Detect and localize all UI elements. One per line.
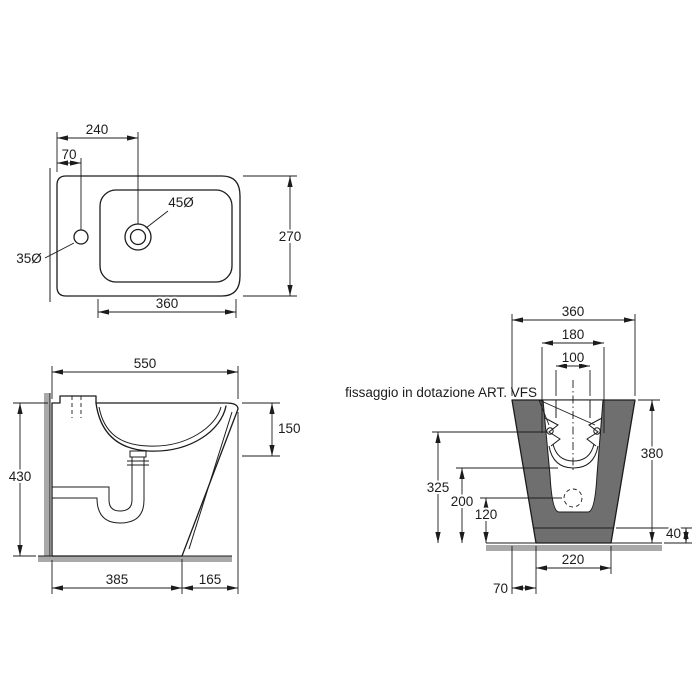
bidet-outline-side: [51, 395, 239, 557]
dim-165-label: 165: [199, 572, 222, 587]
outlet-hidden-circle: [563, 488, 583, 508]
dim-40-ext: [616, 527, 692, 544]
faucet-hole-inner: [129, 228, 147, 246]
dim-380-label: 380: [641, 446, 664, 461]
dim-100-ext: [555, 370, 591, 396]
dim-100-label: 100: [562, 350, 585, 365]
fixing-screw-right: [593, 427, 601, 435]
dim-r70-label: 70: [493, 581, 508, 596]
dim-180-label: 180: [562, 327, 585, 342]
faucet-hole-outer: [124, 223, 152, 251]
drain-fitting: [129, 450, 147, 458]
cavity-slot-lines: [555, 400, 591, 418]
fixing-bracket-left: [544, 417, 561, 447]
side-view: 550 150 430 385 165: [7, 354, 303, 594]
dim-150-label: 150: [278, 421, 301, 436]
rear-view: fissaggio in dotazione ART. VFS 360 180 …: [345, 302, 692, 598]
dim-40-label: 40: [666, 526, 681, 541]
bowl-inner-rim: [98, 406, 222, 447]
dim-360-ext: [97, 299, 237, 318]
dim-385-165-ext: [51, 412, 239, 594]
fixing-note-leaders: [538, 399, 596, 426]
trough-outer: [548, 445, 599, 469]
dim-325-label: 325: [427, 480, 450, 495]
dim-200-label: 200: [451, 494, 474, 509]
dim-r360-label: 360: [562, 304, 585, 319]
dim-120-label: 120: [475, 507, 498, 522]
dim-180-ext: [541, 347, 605, 433]
dim-45-label: 45Ø: [168, 195, 194, 210]
basin-rim-top: [99, 189, 233, 283]
rear-cavity: [542, 399, 604, 513]
dim-35-label: 35Ø: [16, 251, 42, 266]
top-view: 240 70 45Ø 35Ø 270 360: [14, 120, 303, 318]
bowl-curve: [95, 402, 227, 452]
dim-360-label: 360: [156, 296, 179, 311]
trough-inner: [552, 443, 595, 462]
siphon-outer: [52, 457, 145, 524]
small-hole-35: [73, 229, 89, 245]
floor-section: [38, 556, 232, 562]
wall-section: [44, 393, 50, 556]
dim-385-label: 385: [106, 572, 129, 587]
dim-150-ext: [242, 402, 280, 457]
dim-550-label: 550: [134, 356, 157, 371]
dim-r360-ext: [511, 314, 636, 396]
dim-240-label: 240: [86, 122, 109, 137]
front-wall-inner-line: [188, 411, 233, 550]
dim-45-leader: [145, 210, 169, 229]
dim-220-label: 220: [562, 552, 585, 567]
dim-70-label: 70: [61, 147, 76, 162]
rear-floor-section: [486, 545, 662, 551]
siphon-inner: [52, 457, 133, 512]
dim-430-label: 430: [9, 469, 32, 484]
trap-coupling-ticks: [127, 460, 149, 466]
fixing-note-label: fissaggio in dotazione ART. VFS: [345, 385, 537, 400]
dim-240-ext: [56, 132, 139, 224]
fixing-screw-left: [546, 427, 554, 435]
tap-hole-hidden-lines: [71, 396, 82, 418]
dim-270-label: 270: [279, 229, 302, 244]
fixing-bracket-right: [586, 417, 603, 447]
bidet-outline-top: [56, 175, 241, 297]
dim-35-leader: [44, 242, 75, 259]
